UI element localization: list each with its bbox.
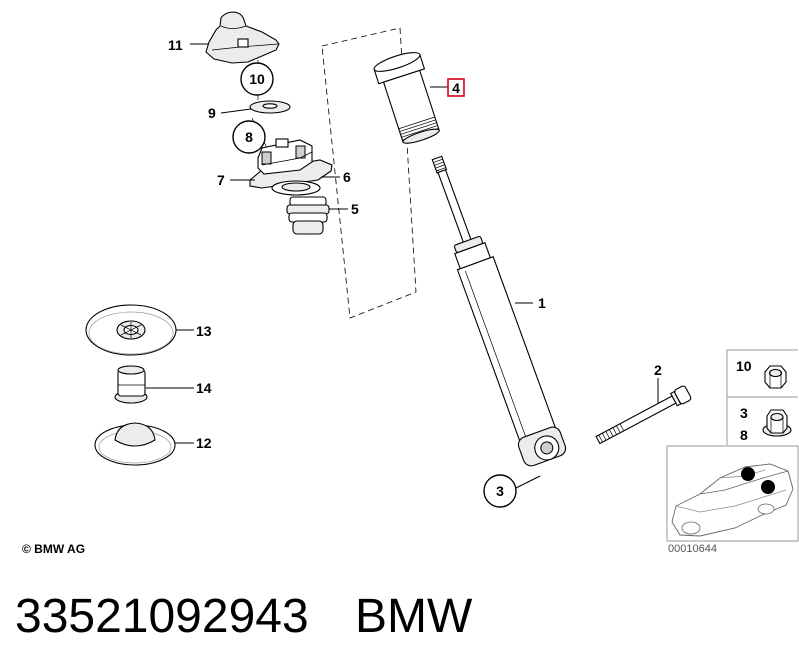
nut-inset-panel [726,349,798,445]
callout-circle-10 [240,62,274,96]
callout-2: 2 [654,362,662,378]
callout-13: 13 [196,323,212,339]
vehicle-locator-panel [666,445,799,542]
callout-circle-8 [232,120,266,154]
part-5-bump-stop [286,196,330,235]
part-13-dish [85,304,177,356]
callout-14: 14 [196,380,212,396]
brand-name: BMW [355,590,473,643]
vehicle-outline-icon [671,463,794,537]
inset-label-10: 10 [736,358,752,374]
inset-label-8: 8 [740,427,748,443]
callout-8: 8 [245,129,253,145]
callout-6: 6 [343,169,351,185]
part-14-cap [114,365,148,404]
part-7-support-mount [249,138,333,189]
callout-5: 5 [351,201,359,217]
hex-nut-icon [764,365,787,389]
part-6-ring [271,180,321,196]
flange-nut-icon [762,409,792,437]
assembly-dashed-outline [321,27,417,319]
location-marker-front [741,467,755,481]
callout-10: 10 [249,71,265,87]
callout-3: 3 [496,483,504,499]
part-12-dome-dish [94,422,176,466]
leader-line-9 [220,108,252,114]
callout-1: 1 [538,295,546,311]
leader-line-3 [515,475,541,489]
part-number: 33521092943 [15,590,309,643]
callout-9: 9 [208,105,216,121]
part-9-washer [249,100,291,114]
location-marker-rear [761,480,775,494]
callout-circle-3 [483,474,517,508]
part-2-bolt [595,385,692,445]
part-4-protective-sleeve [373,52,440,144]
part-11-top-mount [205,11,280,64]
copyright-notice: © BMW AG [22,542,85,556]
part-1-shock-absorber [431,155,567,467]
diagram-id: 00010644 [668,543,717,555]
inset-label-3: 3 [740,405,748,421]
callout-4: 4 [452,80,460,96]
callout-11: 11 [168,37,183,53]
callout-4-highlight-box [447,78,465,97]
callout-7: 7 [217,172,225,188]
callout-12: 12 [196,435,212,451]
